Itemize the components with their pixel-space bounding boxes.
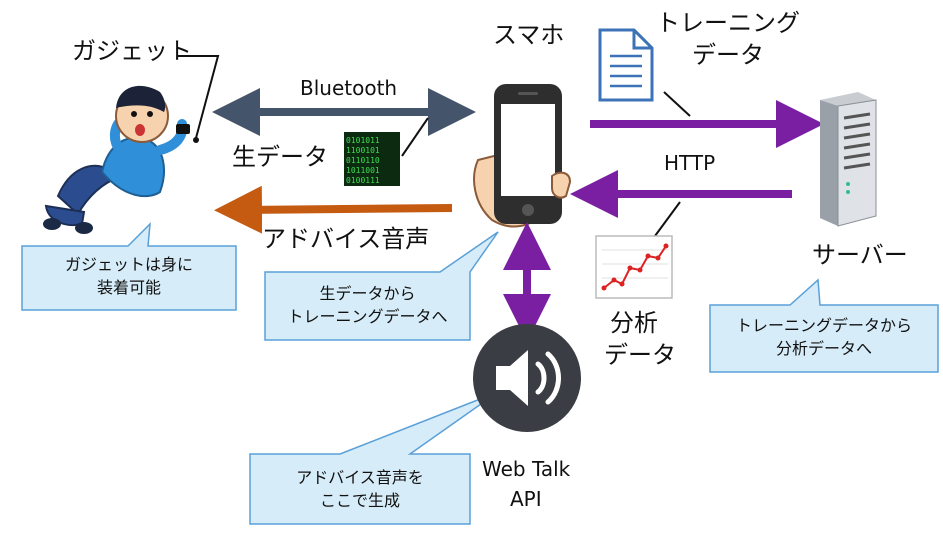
svg-text:0100111: 0100111 bbox=[346, 176, 380, 185]
svg-text:0110110: 0110110 bbox=[346, 156, 380, 165]
server-label: サーバー bbox=[812, 241, 908, 269]
analysis-chart-icon bbox=[595, 235, 673, 299]
gadget-callout-bubble bbox=[21, 222, 237, 311]
server-illustration bbox=[820, 92, 877, 227]
svg-text:0101011: 0101011 bbox=[346, 136, 380, 145]
gadget-label: ガジェット bbox=[72, 37, 192, 65]
smartphone-illustration bbox=[473, 84, 572, 228]
server-callout-line1: トレーニングデータから bbox=[735, 316, 912, 335]
smartphone-callout-line1: 生データから bbox=[319, 284, 416, 303]
server-callout-bubble bbox=[709, 278, 939, 373]
gadget-pointer-line bbox=[178, 55, 220, 139]
gadget-user-illustration bbox=[43, 85, 190, 234]
server-callout-line2: 分析データへ bbox=[775, 339, 872, 359]
smartphone-callout-bubble bbox=[264, 231, 499, 341]
api-callout-line2: ここで生成 bbox=[319, 491, 400, 511]
raw-data-label: 生データ bbox=[232, 143, 328, 171]
http-label: HTTP bbox=[664, 151, 716, 175]
analysis-data-label-line2: データ bbox=[604, 341, 676, 369]
analysis-data-label-line1: 分析 bbox=[610, 309, 658, 337]
document-icon bbox=[598, 28, 654, 102]
training-data-pointer-line bbox=[663, 91, 691, 117]
gadget-callout: ガジェットは身に 装着可能 bbox=[22, 253, 236, 299]
gadget-pointer-dot bbox=[193, 137, 199, 143]
binary-data-icon: 0101011 1100101 0110110 1011001 0100111 bbox=[344, 132, 400, 186]
web-talk-api-label-line1: Web Talk bbox=[482, 457, 571, 481]
smartphone-callout-line2: トレーニングデータへ bbox=[287, 307, 448, 327]
svg-text:1100101: 1100101 bbox=[346, 146, 380, 155]
api-callout-line1: アドバイス音声を bbox=[296, 468, 424, 487]
web-talk-api-label-line2: API bbox=[510, 487, 542, 511]
raw-data-pointer-line bbox=[401, 117, 429, 157]
training-data-label-line1: トレーニング bbox=[656, 9, 800, 37]
smartphone-label: スマホ bbox=[493, 21, 565, 49]
analysis-data-pointer-line bbox=[651, 201, 681, 241]
advice-audio-arrow bbox=[214, 185, 453, 234]
api-callout-bubble bbox=[249, 391, 499, 525]
api-callout: アドバイス音声を ここで生成 bbox=[250, 466, 470, 512]
gadget-callout-line2: 装着可能 bbox=[96, 278, 161, 298]
bluetooth-label: Bluetooth bbox=[300, 76, 398, 100]
training-data-label-line2: データ bbox=[692, 41, 764, 69]
svg-text:1011001: 1011001 bbox=[346, 166, 380, 175]
smartphone-callout: 生データから トレーニングデータへ bbox=[265, 282, 470, 328]
speaker-icon bbox=[473, 324, 581, 432]
advice-audio-label: アドバイス音声 bbox=[262, 225, 430, 253]
server-callout: トレーニングデータから 分析データへ bbox=[710, 314, 938, 360]
gadget-callout-line1: ガジェットは身に bbox=[64, 255, 193, 274]
